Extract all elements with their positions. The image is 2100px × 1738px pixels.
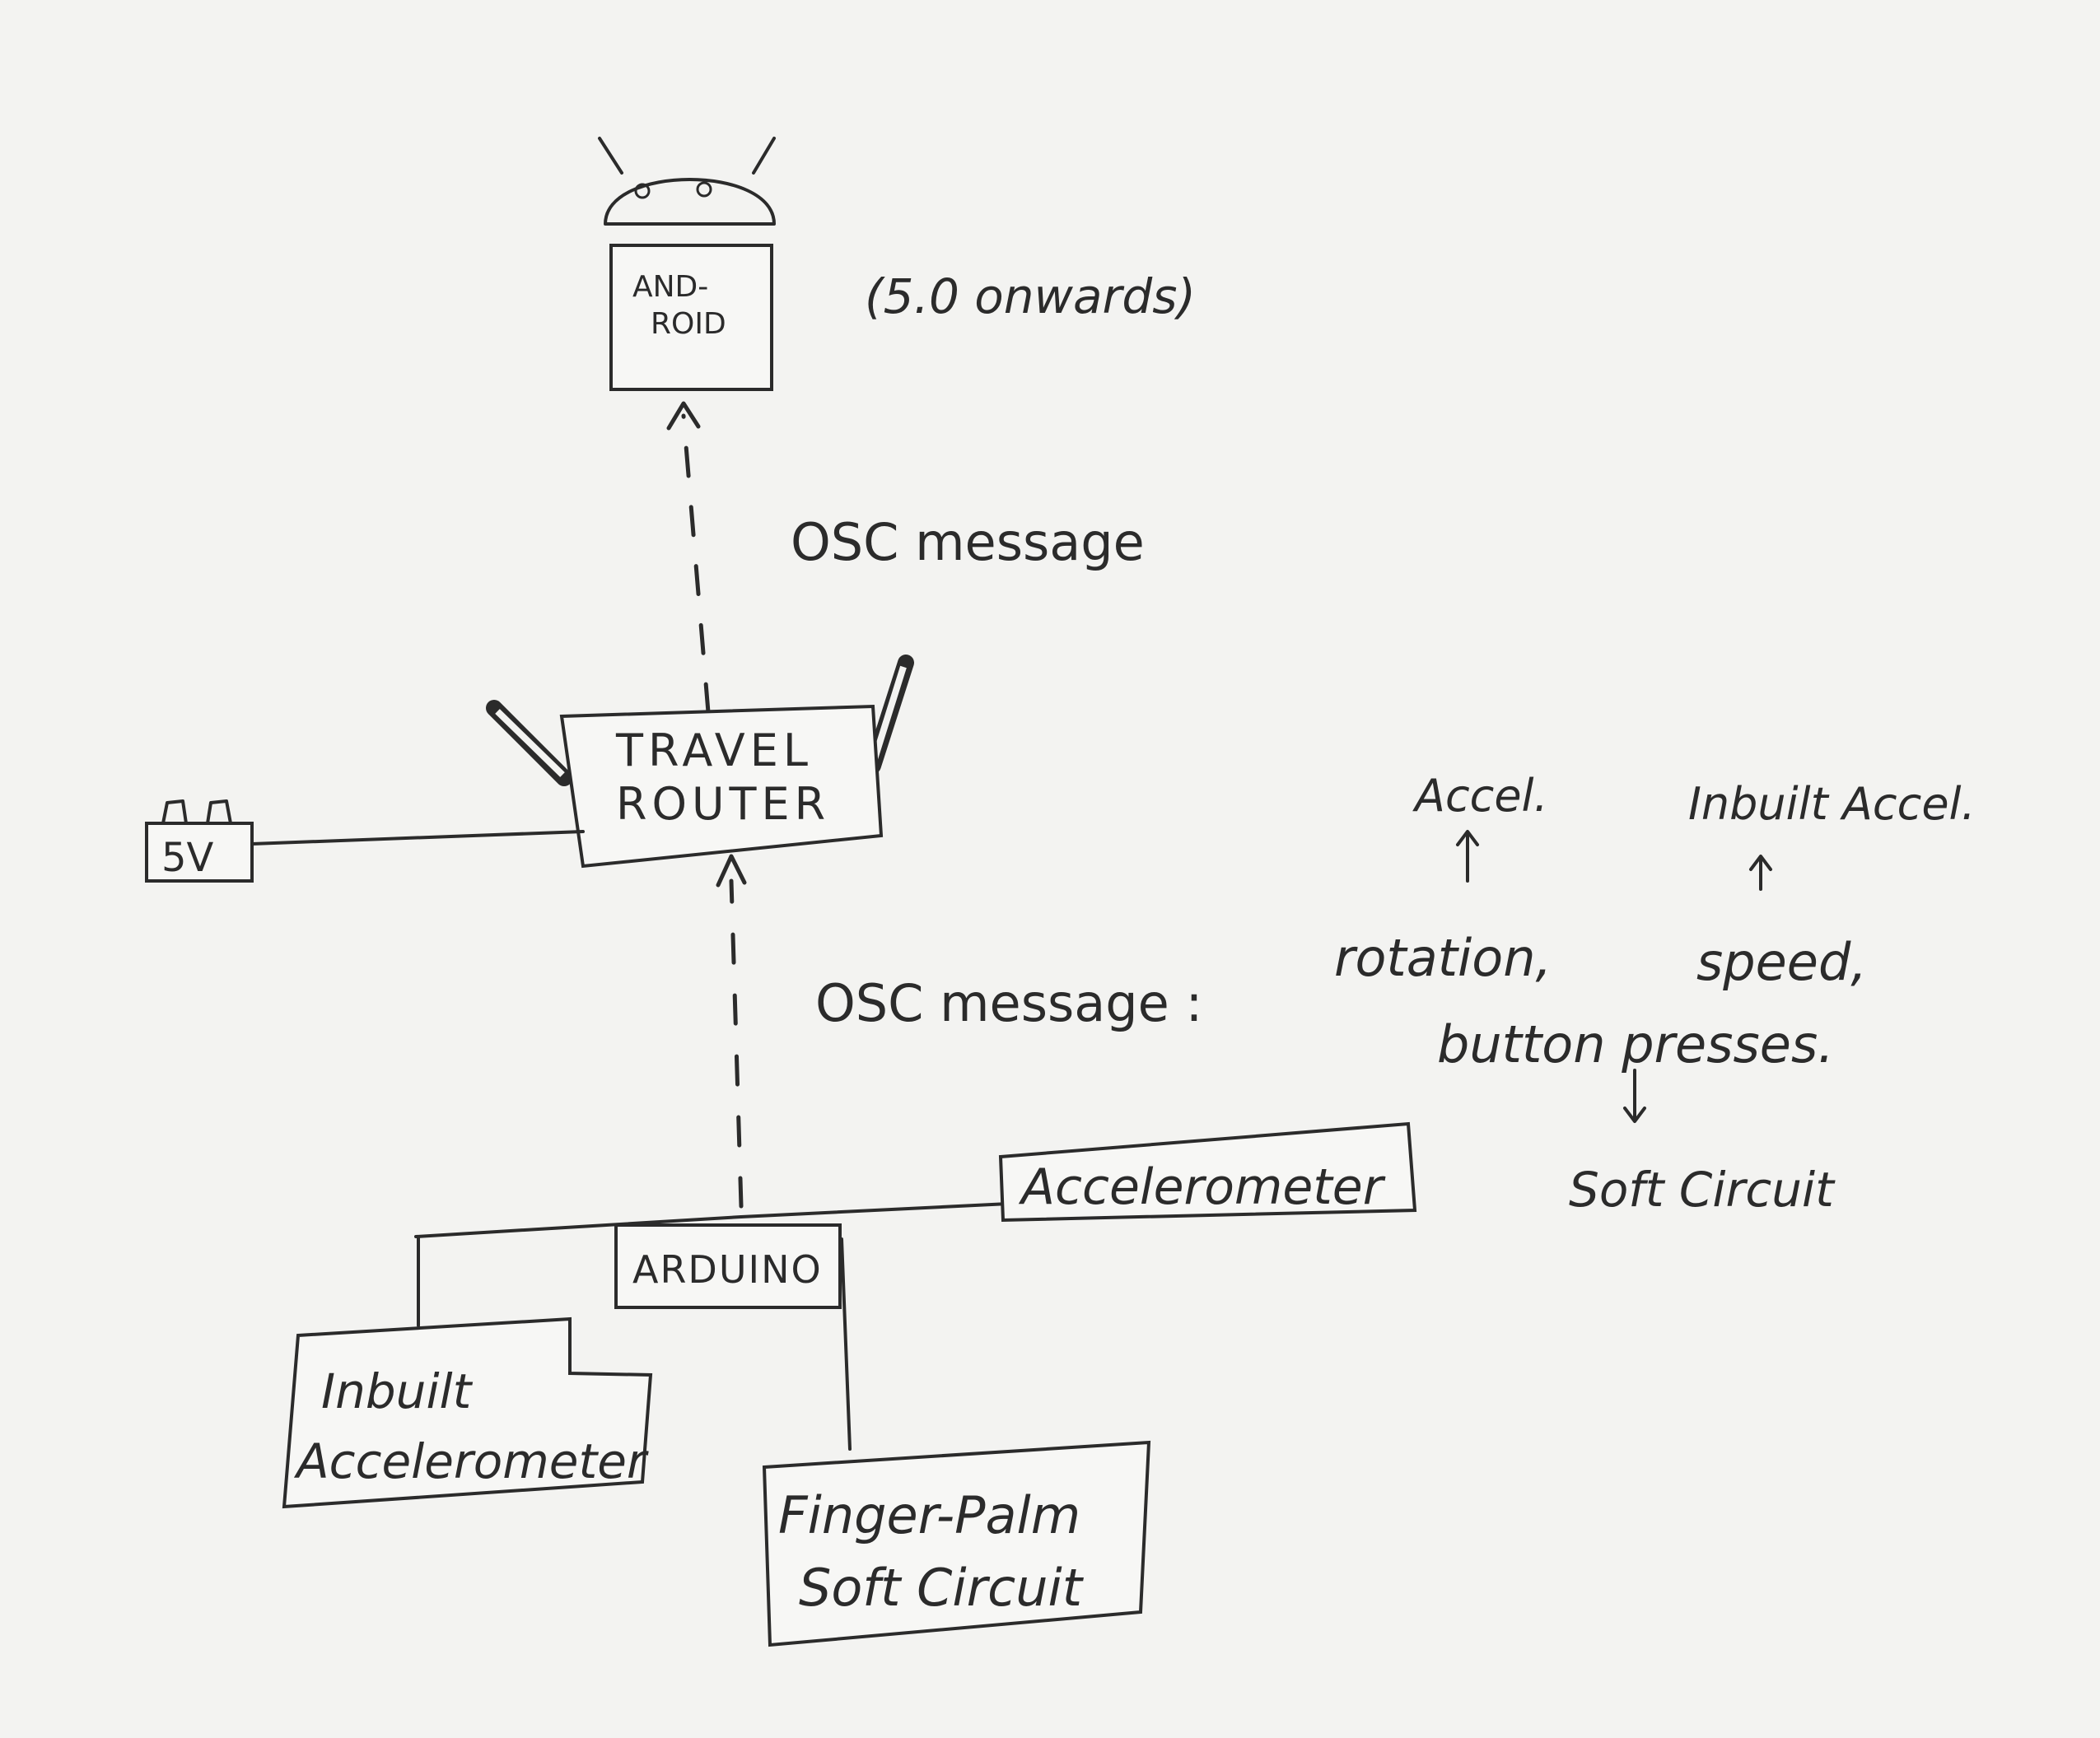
accelerometer-label: Accelerometer bbox=[1018, 1158, 1386, 1216]
router-label-line1: TRAVEL bbox=[615, 725, 813, 776]
power-label: 5V bbox=[161, 835, 214, 881]
inbuilt-accelerometer-label-line1: Inbuilt bbox=[321, 1363, 474, 1419]
inbuilt-accelerometer-box bbox=[282, 1316, 653, 1509]
router-antenna-right-inner bbox=[870, 665, 907, 763]
power-prong-left bbox=[161, 799, 188, 825]
router-antenna-left-inner bbox=[495, 709, 565, 777]
soft-circuit-label-line2: Soft Circuit bbox=[799, 1558, 1085, 1618]
android-head bbox=[604, 178, 776, 226]
osc-message-label-lower: OSC message : bbox=[815, 973, 1202, 1033]
rotation-source-label: Accel. bbox=[1412, 770, 1548, 822]
power-box bbox=[145, 822, 254, 883]
android-label-line1: AND- bbox=[632, 270, 708, 304]
arduino-board: ARDUINO bbox=[614, 1223, 842, 1309]
accelerometer-box bbox=[998, 1121, 1417, 1223]
accelerometer-module: Accelerometer bbox=[998, 1121, 1417, 1223]
arrowhead-to-android bbox=[666, 401, 701, 431]
inbuilt-accelerometer-module: Inbuilt Accelerometer bbox=[282, 1316, 653, 1509]
inbuilt-accelerometer-label-line2: Accelerometer bbox=[293, 1433, 649, 1489]
soft-circuit-box bbox=[762, 1440, 1151, 1647]
travel-router: TRAVEL ROUTER bbox=[486, 655, 914, 869]
power-cable bbox=[250, 830, 585, 846]
wire-to-soft-circuit bbox=[840, 1237, 852, 1451]
android-antenna-left bbox=[598, 137, 623, 175]
button-source-label: Soft Circuit bbox=[1569, 1162, 1836, 1218]
payload-speed: speed, bbox=[1696, 932, 1867, 992]
arrowhead-to-router bbox=[716, 854, 747, 888]
soft-circuit-label-line1: Finger-Palm bbox=[778, 1485, 1080, 1545]
android-label-line2: ROID bbox=[651, 307, 726, 341]
osc-message-label-upper: OSC message bbox=[791, 512, 1145, 572]
rotation-source-arrowhead bbox=[1456, 830, 1479, 846]
arduino-box bbox=[614, 1223, 842, 1309]
android-device: AND- ROID bbox=[598, 137, 776, 391]
android-body-box bbox=[609, 244, 773, 391]
power-prong-right bbox=[206, 799, 232, 825]
soft-circuit-module: Finger-Palm Soft Circuit bbox=[762, 1440, 1151, 1647]
android-eye-right bbox=[696, 181, 712, 198]
arduino-wiring bbox=[414, 1202, 1010, 1451]
router-box bbox=[559, 704, 884, 869]
arduino-label: ARDUINO bbox=[632, 1247, 823, 1292]
button-source-arrowhead bbox=[1623, 1107, 1646, 1123]
wire-bus-left bbox=[414, 1215, 743, 1238]
speed-source-arrowhead bbox=[1749, 855, 1772, 871]
router-label-line2: ROUTER bbox=[616, 778, 830, 830]
osc-link-router-android bbox=[681, 413, 711, 715]
android-eye-left bbox=[634, 183, 651, 199]
osc-link-arduino-router bbox=[729, 878, 744, 1209]
wire-arduino-accelerometer bbox=[740, 1202, 1010, 1218]
speed-source-label: Inbuilt Accel. bbox=[1688, 778, 1976, 830]
android-version-note: (5.0 onwards) bbox=[865, 268, 1196, 324]
power-supply: 5V bbox=[145, 799, 254, 883]
payload-button-presses: button presses. bbox=[1437, 1014, 1834, 1074]
payload-rotation: rotation, bbox=[1334, 928, 1552, 988]
android-antenna-right bbox=[752, 137, 776, 175]
